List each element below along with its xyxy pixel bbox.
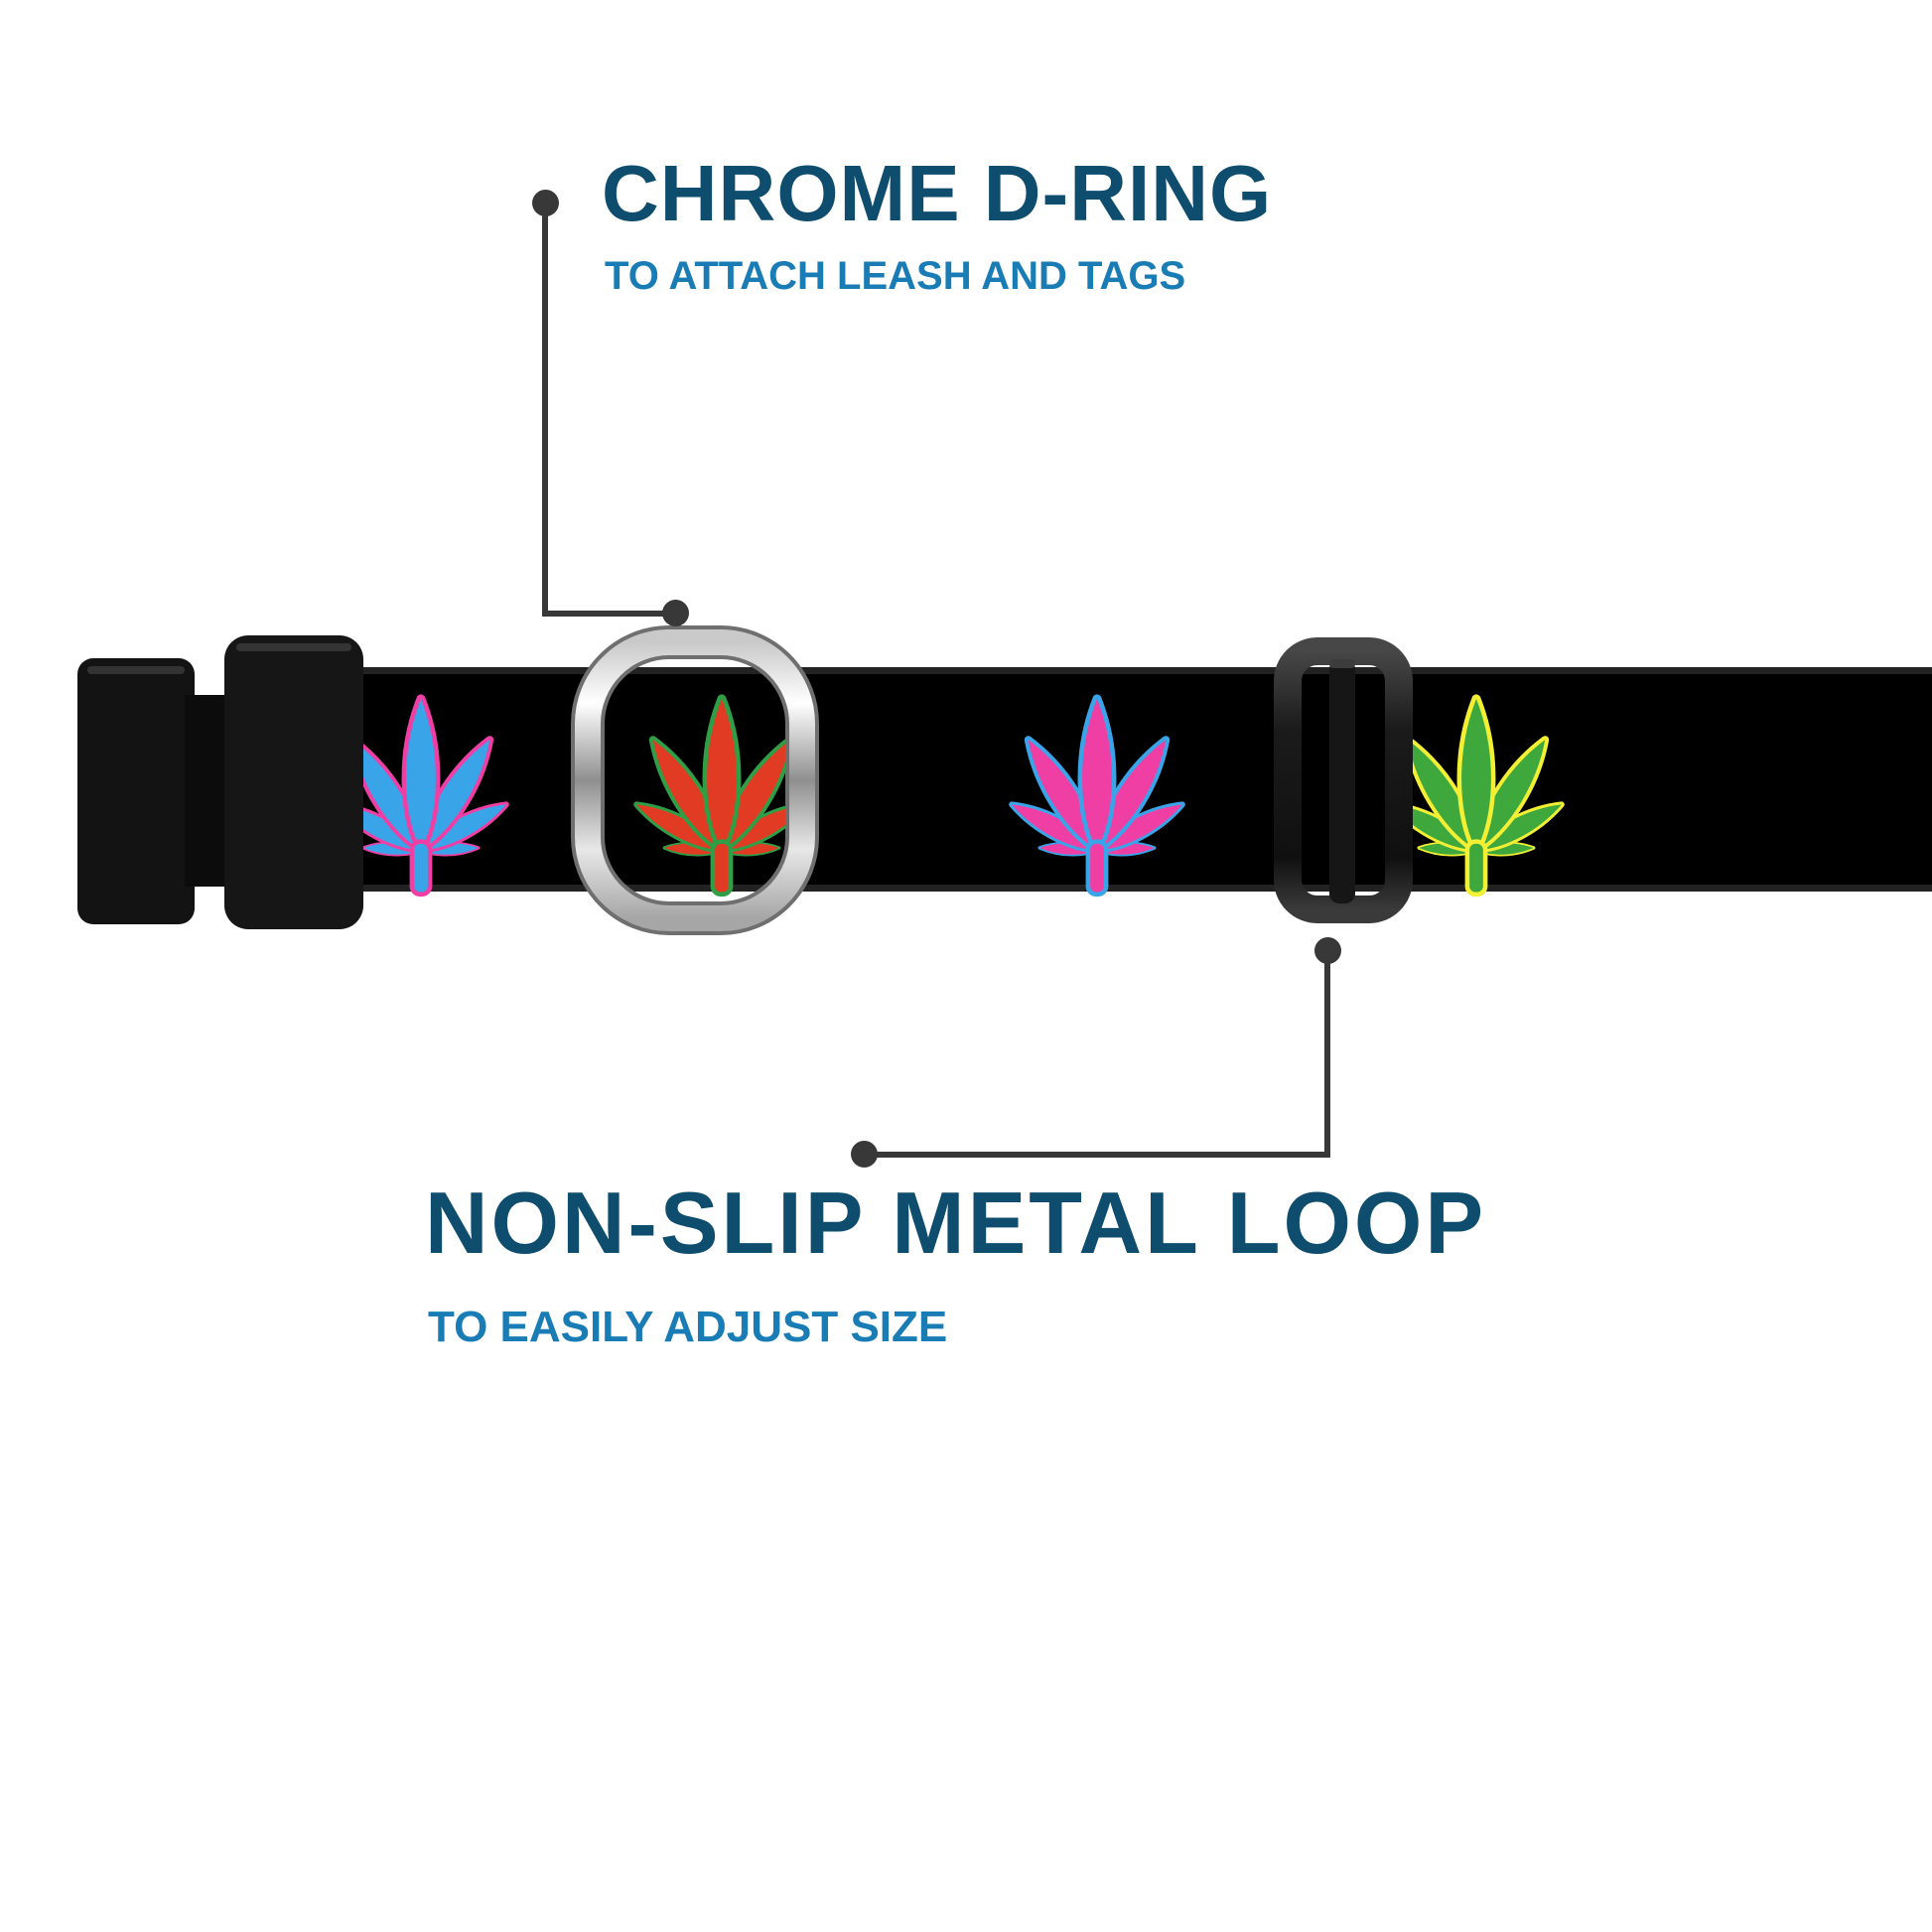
loop-callout-title: NON-SLIP METAL LOOP — [425, 1173, 1487, 1272]
loop-callout-subtitle: TO EASILY ADJUST SIZE — [428, 1303, 948, 1351]
callout-line — [866, 1152, 1330, 1158]
side-release-buckle — [77, 635, 363, 929]
dring-callout-title: CHROME D-RING — [602, 149, 1273, 237]
strap-top-edge — [334, 667, 1932, 674]
metal-loop-slider — [1274, 637, 1413, 923]
callout-dot — [851, 1141, 878, 1168]
buckle-body — [224, 635, 363, 929]
buckle-tip — [77, 658, 195, 924]
dring-callout-subtitle: TO ATTACH LEASH AND TAGS — [605, 254, 1186, 298]
callout-dot — [662, 600, 689, 626]
callout-line — [542, 203, 548, 614]
chrome-d-ring — [571, 625, 819, 935]
callout-line — [542, 611, 679, 617]
strap-bottom-edge — [334, 885, 1932, 892]
slider-center-bar — [1329, 659, 1355, 903]
callout-line — [1324, 950, 1330, 1155]
